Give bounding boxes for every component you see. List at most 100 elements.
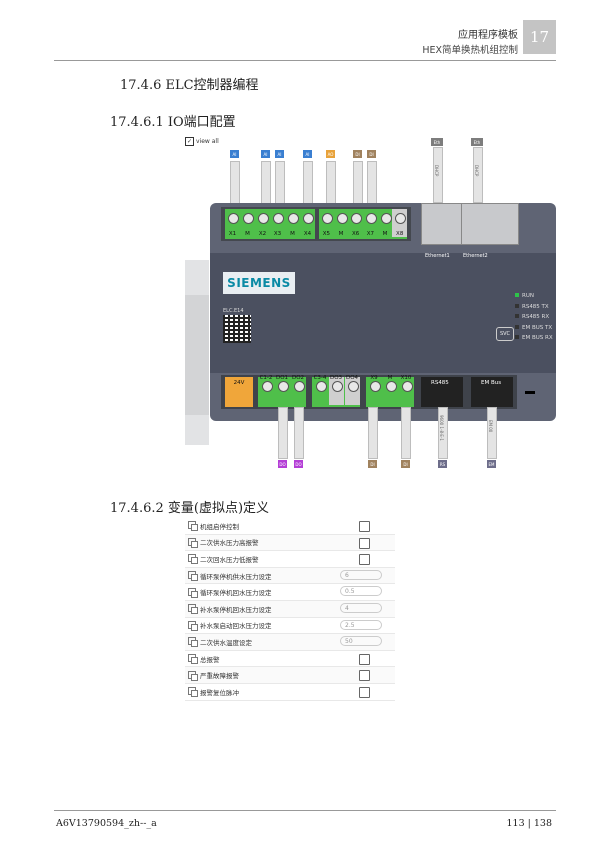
terminal: M (240, 209, 255, 237)
check-icon: ✓ (185, 137, 194, 146)
list-item: 二次供水压力高报警 (185, 534, 395, 552)
terminal: DO4 (344, 375, 360, 405)
variable-checkbox[interactable] (359, 537, 370, 549)
variable-number-input[interactable]: 4 (340, 602, 382, 613)
terminal: DO2 (291, 375, 306, 405)
wire (303, 161, 313, 207)
led-icon (515, 314, 519, 318)
terminal-block-ai: X1 M X2 X3 M X4 (225, 209, 315, 239)
terminal: X2 (255, 209, 270, 237)
variable-checkbox[interactable] (359, 653, 370, 665)
variable-icon (188, 587, 198, 598)
controller-figure: ✓ view all AI AI AI AI AO DI DI Eth Eth … (185, 135, 557, 468)
terminal: M (285, 209, 300, 237)
variable-checkbox[interactable] (359, 554, 370, 566)
io-type-tag: AO (326, 150, 335, 158)
variable-label: 二次回水压力低报警 (200, 555, 259, 564)
wire (230, 161, 240, 207)
brand-logo: SIEMENS (223, 272, 295, 294)
variable-label: 二次供水压力高报警 (200, 539, 259, 548)
wire (278, 407, 288, 459)
wire (401, 407, 411, 459)
ethernet2-label: Ethernet2 (463, 253, 488, 259)
list-item: 二次回水压力低报警 (185, 551, 395, 568)
variable-label: 报警复位脉冲 (200, 688, 239, 697)
terminal-block-di910: X9 M X10 (366, 375, 414, 407)
chapter-number: 17 (523, 20, 556, 54)
qr-code-icon (223, 315, 251, 343)
device-slot (525, 391, 535, 394)
terminal: X6 (348, 209, 363, 237)
eth-wire-label: DHCP (434, 165, 439, 177)
terminal: DO3 (328, 375, 344, 405)
eth-wire (433, 147, 443, 203)
subsection-heading-io: 17.4.6.1 IO端口配置 (110, 115, 236, 130)
variable-checkbox[interactable] (359, 686, 370, 698)
terminal-block-di: X5 M X6 X7 M X8 (319, 209, 408, 239)
variable-number-input[interactable]: 50 (340, 636, 382, 647)
variable-icon (188, 620, 198, 631)
io-type-tag: AI (261, 150, 270, 158)
variable-icon (188, 687, 198, 698)
terminal: X9 (367, 375, 382, 405)
terminal: X4 (300, 209, 315, 237)
io-type-tag: DI (401, 460, 410, 468)
variable-checkbox[interactable] (359, 521, 370, 532)
terminal-block-embus: EM Bus (471, 377, 513, 407)
variable-icon (188, 571, 198, 582)
led-icon (515, 335, 519, 339)
terminal: DO1 (275, 375, 290, 405)
variable-label: 二次供水温度设定 (200, 638, 252, 647)
footer-divider (54, 810, 556, 811)
din-rail-inner (185, 295, 209, 415)
variable-checkbox[interactable] (359, 670, 370, 682)
wire (487, 407, 497, 459)
terminal: X10 (399, 375, 414, 405)
io-type-tag: DO (294, 460, 303, 468)
page-number: 113 | 138 (506, 818, 552, 829)
ethernet1-label: Ethernet1 (425, 253, 450, 259)
io-type-tag: EM (487, 460, 496, 468)
io-type-tag: RS (438, 460, 447, 468)
svc-button[interactable]: SVC (496, 327, 514, 341)
variable-number-input[interactable]: 2.5 (340, 619, 382, 630)
variable-number-input[interactable]: 6 (340, 569, 382, 580)
controller-front-panel (210, 253, 556, 373)
document-id: A6V13790594_zh--_a (56, 818, 157, 829)
wire (294, 407, 304, 459)
led-row: RUN (515, 291, 553, 302)
terminal: M (378, 209, 393, 237)
wire (367, 161, 377, 207)
view-all-checkbox[interactable]: ✓ view all (185, 137, 219, 146)
led-row: RS485 TX (515, 302, 553, 313)
wire (438, 407, 448, 459)
header-divider (54, 60, 556, 61)
eth-tag: Eth (471, 138, 483, 146)
header-title: 应用程序模板 (458, 30, 518, 41)
terminal-block-do12: C1-2 DO1 DO2 (258, 375, 306, 407)
wire (326, 161, 336, 207)
variable-number-input[interactable]: 0.5 (340, 586, 382, 597)
io-type-tag: AI (303, 150, 312, 158)
wire (353, 161, 363, 207)
terminal: X3 (270, 209, 285, 237)
variable-label: 机组启停控制 (200, 522, 239, 531)
led-row: EM BUS RX (515, 333, 553, 344)
variable-label: 严重故障报警 (200, 672, 239, 681)
variable-label: 补水泵启动回水压力设定 (200, 622, 272, 631)
terminal: X1 (225, 209, 240, 237)
terminal: X7 (363, 209, 378, 237)
led-row: EM BUS TX (515, 323, 553, 334)
terminal: X8 (392, 209, 408, 237)
variable-icon (188, 604, 198, 615)
wire (275, 161, 285, 207)
io-type-tag: DI (368, 460, 377, 468)
terminal-block-rs485: RS485 (421, 377, 463, 407)
variable-icon (188, 670, 198, 681)
variable-icon (188, 654, 198, 665)
variable-icon (188, 521, 198, 532)
io-type-tag: DI (353, 150, 362, 158)
